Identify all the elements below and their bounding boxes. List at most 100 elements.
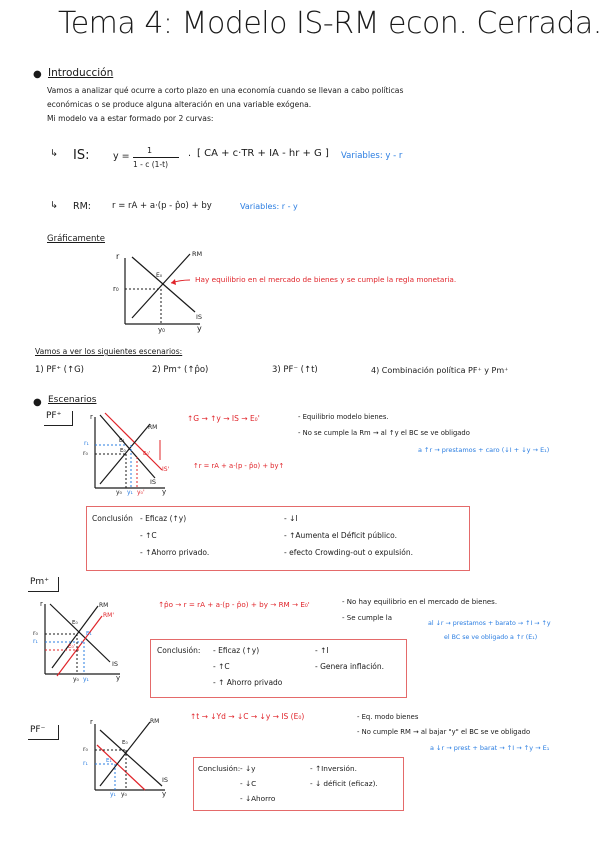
- rm-equation: r = rA + a·(p - p̂o) + by: [112, 201, 212, 211]
- pf-plus-r0: r₀: [83, 450, 88, 457]
- pf-minus-c-right-1: - ↑Inversión.: [310, 764, 357, 773]
- pm-plus-r1: r₁: [33, 638, 38, 645]
- scenario-item-4: 4) Combinación política PF⁺ y Pm⁺: [371, 366, 509, 375]
- pf-plus-chain: ↑G → ↑y → IS → E₀': [187, 414, 260, 423]
- graph-heading: Gráficamente: [47, 234, 105, 244]
- tag-pm-plus-label: Pm⁺: [30, 577, 49, 587]
- pf-minus-y0: y₀: [121, 791, 127, 798]
- pm-plus-y1: y₁: [83, 676, 89, 683]
- pm-plus-axis-y: y: [116, 674, 121, 682]
- pm-plus-e1: E₁: [86, 631, 92, 637]
- dot-op: ·: [188, 151, 192, 162]
- y0-label: y₀: [158, 326, 165, 334]
- is-variables: Variables: y - r: [341, 151, 403, 161]
- e0-label: E₀: [156, 272, 163, 279]
- bullet-dot: ●: [33, 69, 42, 80]
- is-frac-den: 1 - c (1-t): [133, 160, 169, 169]
- pm-plus-y0: y₀: [73, 676, 79, 683]
- pf-plus-y1: y₁: [127, 489, 133, 496]
- scenario-item-3: 3) PF⁻ (↑t): [272, 365, 318, 375]
- pf-plus-note-3: a ↑r → prestamos + caro (↓I + ↓y → E₁): [418, 446, 550, 454]
- tag-pf-plus-label: PF⁺: [46, 411, 62, 421]
- pf-plus-e1: E₁: [119, 438, 125, 444]
- pf-plus-note-2: - No se cumple la Rm → al ↑y el BC se ve…: [298, 429, 470, 437]
- tag-pf-plus: [44, 411, 73, 426]
- pm-plus-note-1: - No hay equilibrio en el mercado de bie…: [342, 598, 498, 606]
- is-eq-right: [ CA + c·TR + IA - hr + G ]: [197, 148, 329, 159]
- escenarios-heading: Escenarios: [48, 395, 97, 405]
- pm-plus-c-left-3: - ↑ Ahorro privado: [213, 678, 283, 687]
- pf-plus-c-right-2: - ↑Aumenta el Déficit público.: [284, 531, 397, 540]
- pf-minus-chain: ↑t → ↓Yd → ↓C → ↓y → IS (E₀): [190, 712, 305, 721]
- pf-minus-conclusion-box: [193, 757, 404, 811]
- pf-minus-e0: E₀: [122, 740, 128, 746]
- pf-minus-note-3: a ↓r → prest + barat → ↑I → ↑y → E₁: [430, 744, 550, 752]
- scenario-item-1: 1) PF⁺ (↑G): [35, 365, 84, 375]
- scenario-item-2: 2) Pm⁺ (↑p̂o): [152, 365, 209, 375]
- page-title: Tema 4: Modelo IS-RM econ. Cerrada.: [58, 6, 599, 41]
- pm-plus-c-left-2: - ↑C: [213, 662, 230, 671]
- pf-plus-e0p: E₀': [143, 451, 151, 457]
- rm-label: RM:: [73, 201, 91, 212]
- tag-pm-plus: [28, 577, 59, 592]
- r0-label: r₀: [113, 285, 119, 293]
- pf-plus-y0p: y₀': [137, 489, 145, 496]
- pf-minus-c-right-2: - ↓ déficit (eficaz).: [310, 779, 378, 788]
- pm-plus-rmp: RM': [103, 612, 114, 619]
- is-eq-left: y =: [113, 151, 130, 162]
- pf-plus-axis-r: r: [90, 413, 93, 421]
- pf-plus-note-1: - Equilibrio modelo bienes.: [298, 413, 389, 421]
- is-frac-num: 1: [147, 146, 153, 155]
- pf-minus-conclusion-label: Conclusión:: [198, 764, 241, 773]
- pf-plus-rm-shift: ↑r = rA + a·(p - p̂o) + by↑: [193, 462, 285, 470]
- pf-minus-note-2: - No cumple RM → al bajar "y" el BC se v…: [357, 728, 531, 736]
- pf-plus-is: IS: [150, 478, 157, 486]
- pf-plus-axis-y: y: [162, 488, 167, 496]
- intro-line-3: Mi modelo va a estar formado por 2 curva…: [47, 114, 214, 123]
- pf-plus-e0: E₀: [120, 448, 126, 454]
- pf-plus-rm: RM: [148, 424, 158, 431]
- pf-minus-y1: y₁: [110, 791, 116, 798]
- pf-minus-r1: r₁: [83, 760, 88, 767]
- pf-minus-c-left-3: - ↓Ahorro: [240, 794, 276, 803]
- pm-plus-r0: r₀: [33, 630, 38, 637]
- pm-plus-e0p: E₀': [68, 644, 76, 650]
- pm-plus-rm: RM: [99, 602, 109, 609]
- scenarios-heading: Vamos a ver los siguientes escenarios:: [35, 347, 183, 356]
- pf-minus-e1: E₁: [106, 758, 112, 764]
- pm-plus-axis-r: r: [40, 600, 43, 608]
- pf-plus-isp: IS': [162, 466, 170, 473]
- pm-plus-note-3: al ↓r → prestamos + barato → ↑I → ↑y: [428, 620, 551, 627]
- is-label: IS:: [73, 148, 90, 163]
- arrow-icon: ↳: [50, 200, 58, 211]
- pf-plus-conclusion-label: Conclusión: [92, 514, 133, 523]
- is-curve-label: IS: [196, 313, 203, 321]
- pm-plus-note-4: el BC se ve obligado a ↑r (E₁): [444, 634, 538, 641]
- pf-minus-rm: RM: [150, 718, 160, 725]
- pm-plus-is: IS: [112, 660, 119, 668]
- pf-plus-y0: y₀: [116, 489, 122, 496]
- intro-line-2: económicas o se produce alguna alteració…: [47, 100, 312, 109]
- pf-minus-axis-y: y: [162, 790, 167, 798]
- pf-plus-c-right-1: - ↓I: [284, 514, 298, 523]
- pm-plus-chain: ↑p̂o → r = rA + a·(p - p̂o) + by → RM → …: [158, 600, 310, 609]
- intro-heading: Introducción: [48, 67, 114, 79]
- pm-plus-c-right-2: - Genera inflación.: [315, 662, 385, 671]
- pf-plus-c-left-1: - Eficaz (↑y): [140, 514, 187, 523]
- rm-curve-label: RM: [192, 250, 203, 258]
- pf-minus-note-1: - Eq. modo bienes: [357, 713, 419, 721]
- pf-minus-r0: r₀: [83, 746, 88, 753]
- pm-plus-note-2: - Se cumple la: [342, 614, 392, 622]
- pf-plus-c-left-3: - ↑Ahorro privado.: [140, 548, 210, 557]
- intro-line-1: Vamos a analizar qué ocurre a corto plaz…: [47, 86, 404, 95]
- pf-plus-conclusion-box: [86, 506, 470, 571]
- pf-minus-axis-r: r: [90, 718, 93, 726]
- pf-minus-c-left-1: - ↓y: [240, 764, 256, 773]
- equilibrium-note: Hay equilibrio en el mercado de bienes y…: [195, 275, 457, 284]
- rm-variables: Variables: r - y: [240, 202, 298, 211]
- bullet-dot: ●: [33, 397, 42, 408]
- tag-pf-minus-label: PF⁻: [30, 725, 46, 735]
